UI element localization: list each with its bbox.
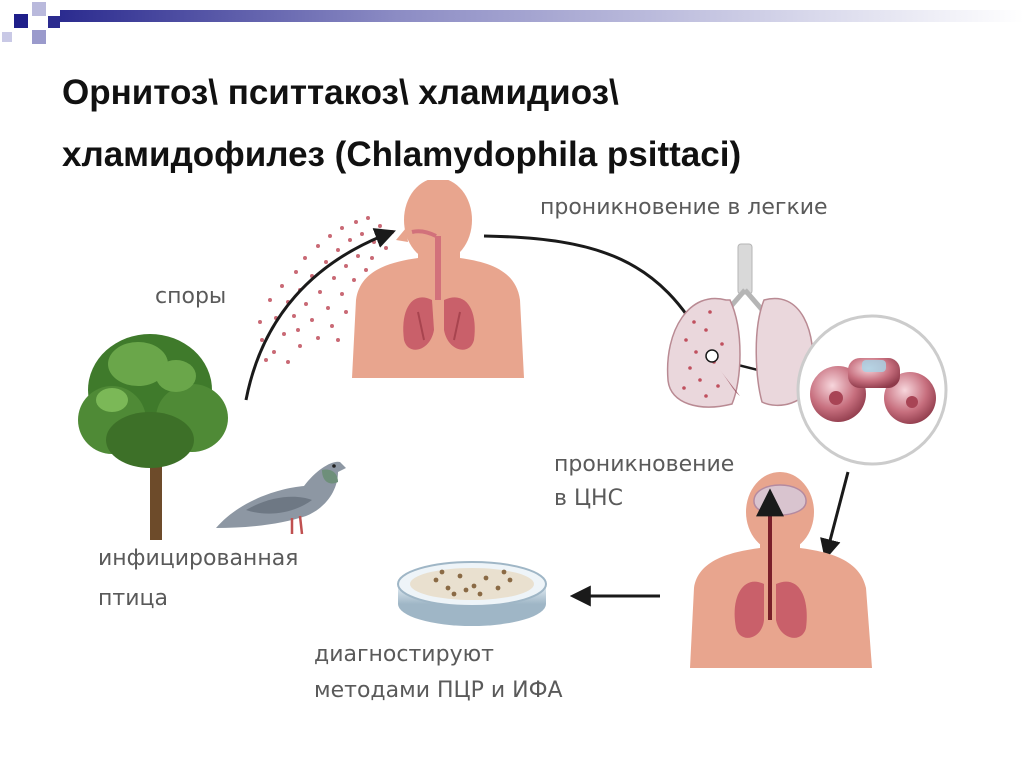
label-infected-bird-2: птица	[98, 586, 168, 611]
cns-person-illustration	[690, 472, 872, 668]
lungs-illustration	[666, 243, 814, 408]
label-diagnosis-1: диагностируют	[314, 642, 494, 667]
label-lungs-penetration: проникновение в легкие	[540, 195, 828, 220]
title-line-2: хламидофилез (Chlamydophila psittaci)	[62, 135, 742, 174]
arrow-cell-to-cns	[820, 471, 850, 561]
transmission-diagram: споры проникновение в легкие проникновен…	[0, 180, 1024, 767]
magnified-bacteria-circle	[796, 314, 948, 466]
petri-dish-illustration	[397, 561, 547, 626]
label-diagnosis-2: методами ПЦР и ИФА	[314, 678, 563, 703]
page-title: Орнитоз\ пситтакоз\ хламидиоз\ хламидофи…	[62, 62, 1002, 186]
arrow-tree-to-person	[244, 228, 396, 401]
label-infected-bird-1: инфицированная	[98, 546, 299, 571]
title-line-1: Орнитоз\ пситтакоз\ хламидиоз\	[62, 73, 619, 112]
label-spores: споры	[155, 284, 227, 309]
inhaling-person-illustration	[352, 180, 524, 378]
tree-illustration	[78, 334, 228, 540]
header-decoration	[2, 2, 1024, 44]
label-cns-penetration-1: проникновение	[554, 452, 735, 477]
pigeon-illustration	[216, 461, 346, 535]
label-cns-penetration-2: в ЦНС	[554, 486, 623, 511]
